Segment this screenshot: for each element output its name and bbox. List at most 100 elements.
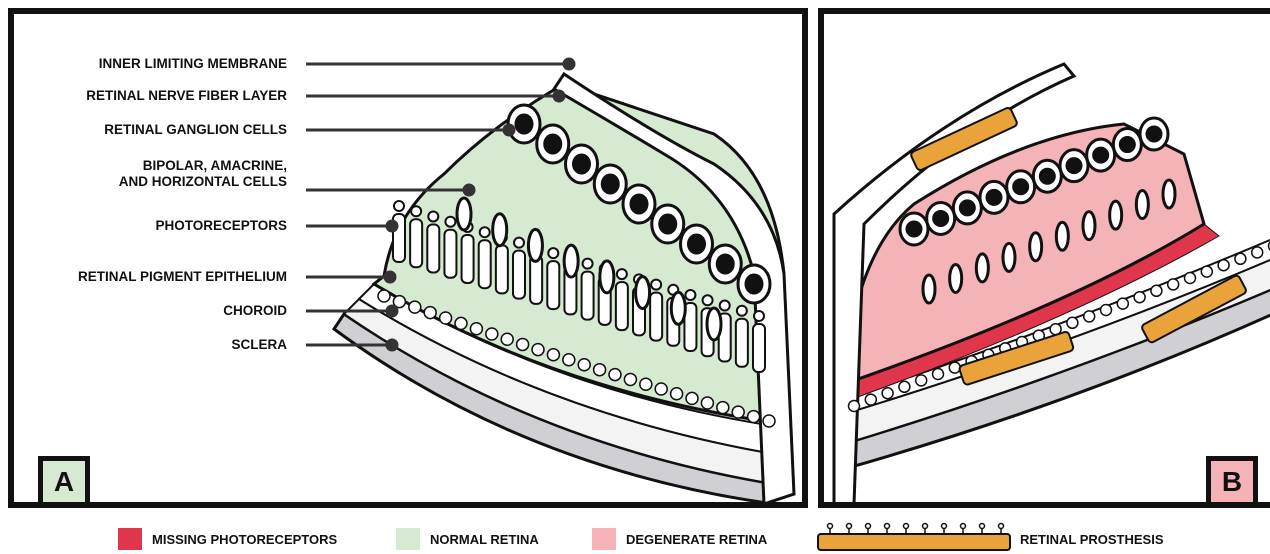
rpe-cell: [563, 354, 575, 366]
photoreceptor-cell: [479, 240, 491, 288]
electrode-tip: [961, 524, 966, 529]
rpe-cell: [1252, 247, 1263, 258]
bipolar-cell: [671, 292, 685, 324]
rpe-cell: [1201, 266, 1212, 277]
photoreceptor-cell: [547, 261, 559, 309]
bipolar-cell: [1163, 180, 1175, 208]
electrode-tip: [885, 524, 890, 529]
bipolar-cell: [923, 275, 935, 303]
rpe-cell: [849, 401, 860, 412]
rpe-cell: [424, 307, 436, 319]
ganglion-nucleus: [689, 235, 705, 253]
label-retinal-nerve-fiber-layer: RETINAL NERVE FIBER LAYER: [86, 88, 287, 104]
leader-dot: [504, 125, 514, 135]
ganglion-nucleus: [1120, 138, 1134, 152]
photoreceptor-cell: [410, 219, 422, 267]
photoreceptor-nucleus: [548, 248, 558, 258]
leader-dot: [564, 59, 574, 69]
ganglion-nucleus: [987, 190, 1001, 204]
rpe-cell: [865, 394, 876, 405]
leader-dot: [387, 340, 397, 350]
photoreceptor-nucleus: [428, 211, 438, 221]
bipolar-cell: [1083, 212, 1095, 240]
electrode-tip: [980, 524, 985, 529]
bipolar-cell: [1136, 191, 1148, 219]
photoreceptor-cell: [616, 282, 628, 330]
electrode-tip: [904, 524, 909, 529]
rpe-cell: [409, 301, 421, 313]
label-retinal-pigment-epithelium: RETINAL PIGMENT EPITHELIUM: [78, 269, 287, 285]
rpe-cell: [949, 362, 960, 373]
ganglion-nucleus: [1014, 180, 1028, 194]
bipolar-cell: [457, 198, 471, 230]
ganglion-nucleus: [907, 222, 921, 236]
legend-label-missing: MISSING PHOTORECEPTORS: [152, 532, 337, 547]
ganglion-nucleus: [1147, 127, 1161, 141]
rpe-cell: [1084, 311, 1095, 322]
legend-swatch-normal: [396, 528, 420, 550]
rpe-cell: [378, 290, 390, 302]
electrode-tip: [999, 524, 1004, 529]
photoreceptor-cell: [530, 256, 542, 304]
label-sclera: SCLERA: [231, 337, 287, 353]
photoreceptor-nucleus: [480, 227, 490, 237]
bipolar-cell: [600, 261, 614, 293]
bipolar-cell: [564, 245, 578, 277]
rpe-cell: [578, 359, 590, 371]
rpe-cell: [624, 373, 636, 385]
rpe-cell: [1218, 260, 1229, 271]
rpe-cell: [899, 381, 910, 392]
photoreceptor-nucleus: [445, 217, 455, 227]
rpe-cell: [486, 328, 498, 340]
legend-swatch-degenerate: [592, 528, 616, 550]
rpe-cell: [763, 415, 775, 427]
photoreceptor-nucleus: [394, 201, 404, 211]
rpe-cell: [532, 344, 544, 356]
legend-label-prosthesis: RETINAL PROSTHESIS: [1020, 532, 1164, 547]
bipolar-cell: [636, 277, 650, 309]
ganglion-nucleus: [574, 155, 590, 173]
rpe-cell: [547, 349, 559, 361]
electrode-tip: [923, 524, 928, 529]
photoreceptor-cell: [462, 235, 474, 283]
photoreceptor-nucleus: [737, 306, 747, 316]
rpe-cell: [594, 364, 606, 376]
photoreceptor-cell: [753, 324, 765, 372]
degenerate-retina-illustration: [824, 14, 1270, 508]
photoreceptor-cell: [496, 245, 508, 293]
ganglion-nucleus: [746, 275, 762, 293]
rpe-cell: [882, 388, 893, 399]
bipolar-cell: [950, 264, 962, 292]
bipolar-cell: [707, 308, 721, 340]
ganglion-nucleus: [934, 211, 948, 225]
rpe-cell: [640, 378, 652, 390]
bipolar-cell: [528, 229, 542, 261]
electrode-tip: [942, 524, 947, 529]
label-inner-limiting-membrane: INNER LIMITING MEMBRANE: [99, 56, 287, 72]
panel-a-tag: A: [38, 456, 90, 508]
ganglion-nucleus: [1040, 169, 1054, 183]
ganglion-nucleus: [602, 175, 618, 193]
panel-b-tag: B: [1206, 456, 1258, 508]
photoreceptor-nucleus: [514, 238, 524, 248]
electrode-tip: [847, 524, 852, 529]
rpe-cell: [933, 369, 944, 380]
photoreceptor-cell: [650, 293, 662, 341]
rpe-cell: [470, 323, 482, 335]
photoreceptor-cell: [582, 272, 594, 320]
panel-b-degenerate-retina: B: [818, 8, 1270, 508]
rpe-cell: [916, 375, 927, 386]
rpe-cell: [1185, 273, 1196, 284]
label-choroid: CHOROID: [223, 303, 287, 319]
rpe-cell: [609, 369, 621, 381]
rpe-cell: [455, 317, 467, 329]
photoreceptor-nucleus: [685, 290, 695, 300]
leader-dot: [554, 91, 564, 101]
electrode-tip: [866, 524, 871, 529]
rpe-cell: [501, 333, 513, 345]
bipolar-cell: [1003, 243, 1015, 271]
label-photoreceptors: PHOTORECEPTORS: [155, 218, 287, 234]
rpe-cell: [701, 397, 713, 409]
photoreceptor-nucleus: [754, 311, 764, 321]
ganglion-nucleus: [1067, 159, 1081, 173]
